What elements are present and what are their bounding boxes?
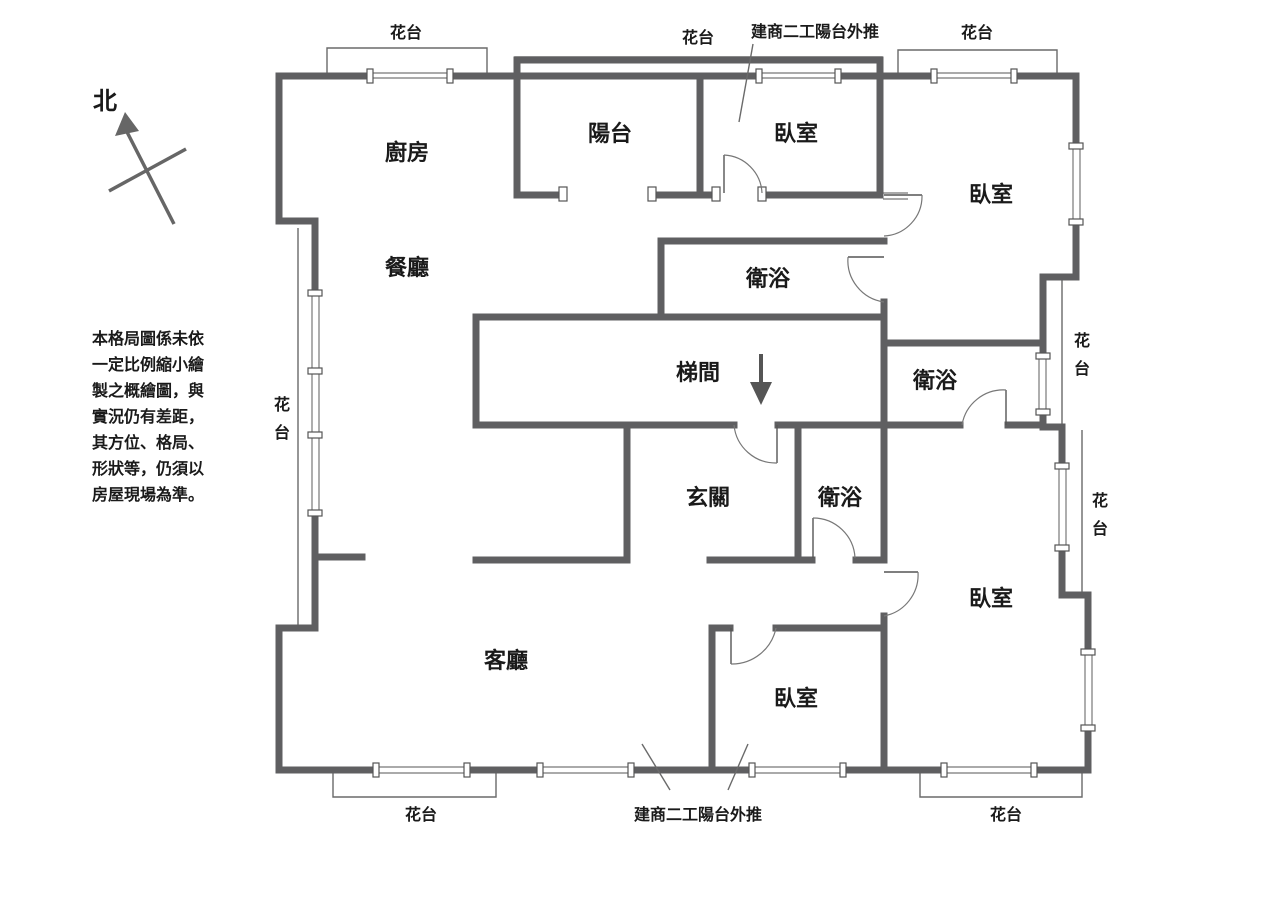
room-balcony: 陽台 bbox=[588, 121, 632, 147]
room-bedroom-north: 臥室 bbox=[774, 121, 818, 147]
annotation-top: 建商二工陽台外推 bbox=[751, 22, 879, 41]
planter-label-right-lower-2: 台 bbox=[1092, 519, 1108, 538]
window-post bbox=[446, 68, 454, 84]
window-post bbox=[1035, 408, 1051, 416]
window-post bbox=[627, 762, 635, 778]
window-posts bbox=[307, 68, 1096, 778]
window-post bbox=[748, 762, 756, 778]
wall-post bbox=[757, 186, 767, 202]
room-bath-north: 衛浴 bbox=[745, 266, 791, 292]
planter-label-bottom-right: 花台 bbox=[990, 805, 1022, 824]
planter-label-top-right: 花台 bbox=[961, 23, 993, 42]
doors bbox=[723, 154, 1007, 665]
wall-post bbox=[647, 186, 657, 202]
window-post bbox=[307, 431, 323, 439]
planter-label-left-1: 花 bbox=[274, 395, 290, 414]
walls bbox=[275, 56, 1092, 774]
wall-post bbox=[711, 186, 721, 202]
window-post bbox=[372, 762, 380, 778]
window-post bbox=[463, 762, 471, 778]
note-line: 其方位、格局、 bbox=[92, 433, 205, 452]
room-labels: 廚房 陽台 臥室 臥室 餐廳 衛浴 梯間 衛浴 玄關 衛浴 臥室 客廳 臥室 bbox=[385, 121, 1013, 712]
window-post bbox=[366, 68, 374, 84]
north-compass-icon: 北 bbox=[93, 87, 187, 225]
room-stairs: 梯間 bbox=[676, 360, 720, 386]
window-post bbox=[307, 367, 323, 375]
planter-label-top-center: 花台 bbox=[682, 28, 714, 47]
planter-label-top-left: 花台 bbox=[390, 23, 422, 42]
disclaimer-note: 本格局圖係未依 一定比例縮小繪 製之概繪圖，與 實況仍有差距， 其方位、格局、 … bbox=[92, 326, 242, 508]
window-post bbox=[839, 762, 847, 778]
windows bbox=[311, 72, 1093, 774]
window-post bbox=[930, 68, 938, 84]
room-dining: 餐廳 bbox=[385, 255, 429, 281]
planter-labels: 花台 花台 花台 花 台 花 台 花 台 花台 花台 bbox=[274, 23, 1108, 824]
extension-markers bbox=[641, 43, 754, 791]
window-post bbox=[307, 289, 323, 297]
window-post bbox=[307, 509, 323, 517]
room-bedroom-northeast: 臥室 bbox=[969, 182, 1013, 208]
window-post bbox=[1068, 218, 1084, 226]
room-bedroom-south: 臥室 bbox=[774, 686, 818, 712]
window-post bbox=[1010, 68, 1018, 84]
planter-label-left-2: 台 bbox=[274, 423, 290, 442]
window-post bbox=[1035, 352, 1051, 360]
window-post bbox=[1054, 544, 1070, 552]
window-post bbox=[1080, 648, 1096, 656]
window-post bbox=[1054, 462, 1070, 470]
note-line: 製之概繪圖，與 bbox=[92, 381, 205, 400]
planter-label-right-upper-2: 台 bbox=[1074, 359, 1090, 378]
window-post bbox=[834, 68, 842, 84]
window-post bbox=[1080, 724, 1096, 732]
annotation-bottom: 建商二工陽台外推 bbox=[634, 805, 762, 824]
north-label: 北 bbox=[93, 87, 117, 115]
note-line: 實況仍有差距， bbox=[92, 407, 205, 426]
planter-label-right-upper-1: 花 bbox=[1074, 331, 1090, 350]
window-post bbox=[1068, 142, 1084, 150]
note-line: 房屋現場為準。 bbox=[92, 485, 205, 504]
room-bath-center: 衛浴 bbox=[817, 485, 863, 511]
room-kitchen: 廚房 bbox=[385, 140, 429, 166]
planter-label-bottom-left: 花台 bbox=[405, 805, 437, 824]
room-foyer: 玄關 bbox=[686, 485, 730, 511]
window-post bbox=[755, 68, 763, 84]
window-post bbox=[1030, 762, 1038, 778]
room-bath-east: 衛浴 bbox=[912, 368, 958, 394]
window-post bbox=[940, 762, 948, 778]
note-line: 形狀等，仍須以 bbox=[92, 459, 205, 478]
stair-arrow-icon bbox=[750, 354, 772, 405]
window-post bbox=[536, 762, 544, 778]
planter-label-right-lower-1: 花 bbox=[1092, 491, 1108, 510]
note-line: 一定比例縮小繪 bbox=[92, 355, 205, 374]
room-living: 客廳 bbox=[484, 648, 528, 674]
room-bedroom-southeast: 臥室 bbox=[969, 586, 1013, 612]
note-line: 本格局圖係未依 bbox=[92, 329, 205, 348]
wall-post bbox=[558, 186, 568, 202]
